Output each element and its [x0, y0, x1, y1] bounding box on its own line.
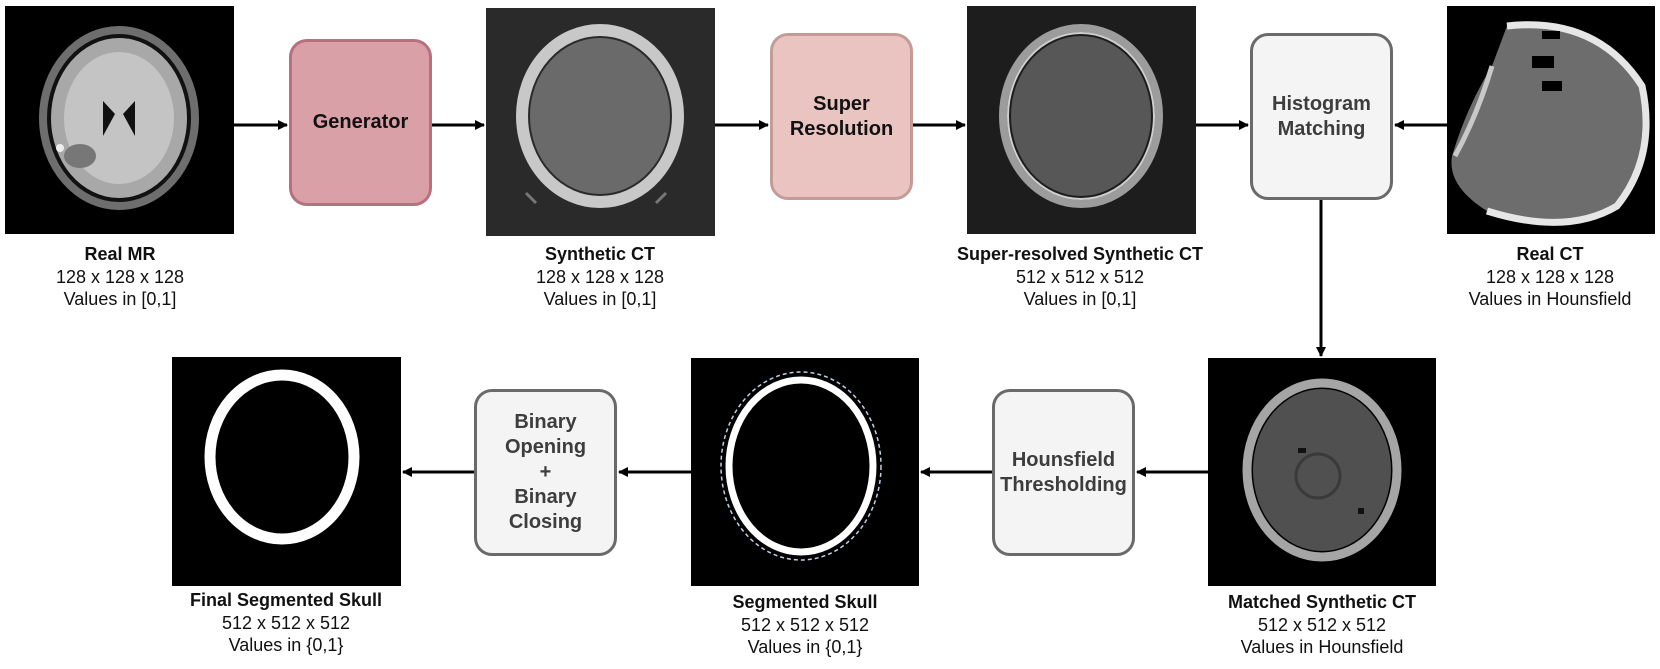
matched-title: Matched Synthetic CT [1227, 592, 1417, 612]
final-values: Values in {0,1} [228, 635, 344, 655]
super-resolved-caption: Super-resolved Synthetic CT 512 x 512 x … [930, 243, 1230, 311]
real-ct-size: 128 x 128 x 128 [1485, 266, 1615, 287]
super-resolved-size: 512 x 512 x 512 [1015, 266, 1145, 287]
synthetic-ct-size: 128 x 128 x 128 [535, 266, 665, 287]
binary-ops-label-line3: + [539, 461, 552, 483]
binary-ops-label-line2: Opening [504, 436, 587, 458]
real-mr-caption: Real MR 128 x 128 x 128 Values in [0,1] [0, 243, 240, 311]
real-mr-title: Real MR [84, 244, 156, 264]
matched-size: 512 x 512 x 512 [1257, 614, 1387, 635]
histogram-matching-node: Histogram Matching [1250, 33, 1393, 200]
final-segmented-skull-image [172, 357, 401, 586]
synthetic-ct-values: Values in [0,1] [543, 289, 657, 309]
real-ct-title: Real CT [1516, 244, 1584, 264]
generator-label: Generator [312, 111, 409, 133]
binary-opening-closing-node: Binary Opening + Binary Closing [474, 389, 617, 556]
binary-ops-label-line1: Binary [514, 411, 577, 433]
real-mr-image [5, 6, 234, 234]
segmented-title: Segmented Skull [732, 592, 878, 612]
synthetic-ct-image [486, 8, 715, 236]
final-title: Final Segmented Skull [189, 590, 383, 610]
real-mr-values: Values in [0,1] [63, 289, 177, 309]
hounsfield-thresholding-label-line1: Hounsfield [1011, 448, 1116, 471]
binary-ops-label-line4: Binary [514, 486, 577, 508]
super-resolved-ct-image [967, 6, 1196, 234]
super-resolution-label-line2: Resolution [789, 117, 894, 140]
real-ct-image [1447, 6, 1655, 234]
final-size: 512 x 512 x 512 [221, 612, 351, 633]
matched-synthetic-ct-image [1208, 358, 1436, 586]
real-ct-values: Values in Hounsfield [1468, 289, 1632, 309]
hounsfield-thresholding-label-line2: Thresholding [1000, 473, 1127, 496]
synthetic-ct-caption: Synthetic CT 128 x 128 x 128 Values in [… [480, 243, 720, 311]
synthetic-ct-title: Synthetic CT [544, 244, 655, 264]
histogram-matching-label-line2: Matching [1277, 117, 1366, 140]
binary-ops-label-line5: Closing [508, 511, 583, 533]
matched-caption: Matched Synthetic CT 512 x 512 x 512 Val… [1202, 591, 1442, 659]
real-ct-caption: Real CT 128 x 128 x 128 Values in Hounsf… [1440, 243, 1660, 311]
super-resolution-label-line1: Super [813, 92, 870, 115]
super-resolved-title: Super-resolved Synthetic CT [956, 244, 1204, 264]
segmented-values: Values in {0,1} [747, 637, 863, 657]
segmented-skull-image [691, 358, 919, 586]
super-resolution-node: Super Resolution [770, 33, 913, 200]
real-mr-size: 128 x 128 x 128 [55, 266, 185, 287]
histogram-matching-label-line1: Histogram [1272, 92, 1371, 115]
hounsfield-thresholding-node: Hounsfield Thresholding [992, 389, 1135, 556]
segmented-size: 512 x 512 x 512 [740, 614, 870, 635]
final-caption: Final Segmented Skull 512 x 512 x 512 Va… [156, 589, 416, 657]
matched-values: Values in Hounsfield [1240, 637, 1404, 657]
generator-node: Generator [289, 39, 432, 206]
segmented-caption: Segmented Skull 512 x 512 x 512 Values i… [685, 591, 925, 659]
super-resolved-values: Values in [0,1] [1023, 289, 1137, 309]
